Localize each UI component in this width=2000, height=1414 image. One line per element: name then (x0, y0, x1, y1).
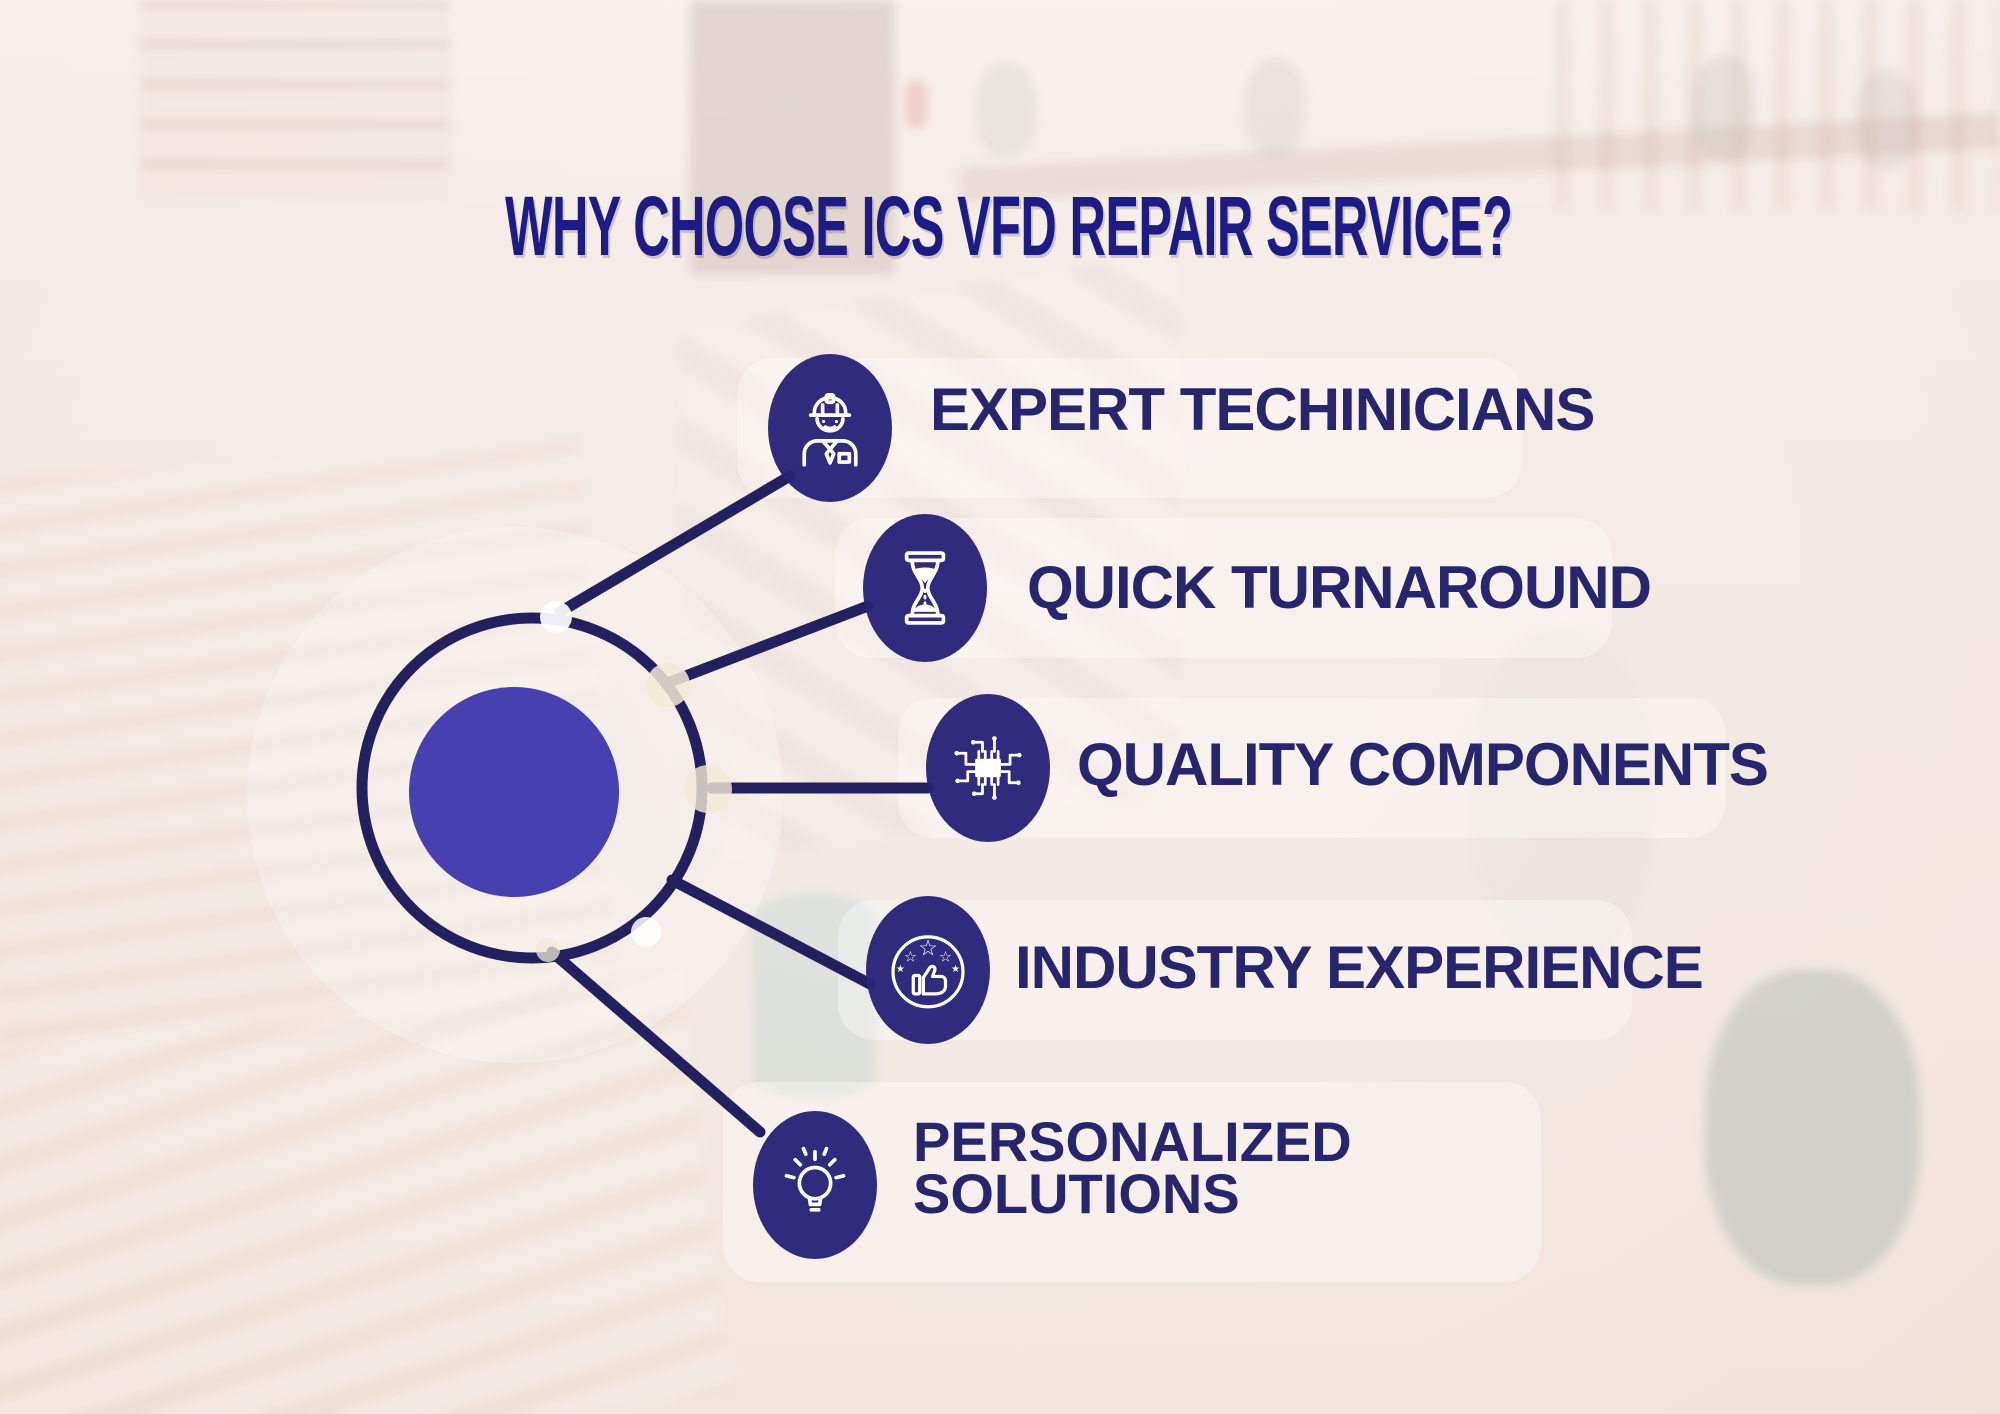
svg-text:★: ★ (896, 964, 905, 975)
technician-icon (768, 354, 892, 502)
background-worker-right-center (1470, 630, 1655, 965)
background-barrel (752, 892, 876, 1097)
connector-dot-2 (646, 663, 690, 707)
feature-label: QUICK TURNAROUND (1027, 554, 1652, 621)
background-shelf (140, 0, 450, 200)
svg-text:★: ★ (951, 964, 960, 975)
background-wood-rack (1555, 0, 2000, 210)
background-figure (1692, 55, 1756, 160)
connector-line-1 (554, 470, 796, 618)
feature-label: INDUSTRY EXPERIENCE (1015, 934, 1704, 1001)
connector-dot-3 (684, 765, 732, 813)
lightbulb-icon (753, 1111, 877, 1259)
svg-text:☆: ☆ (904, 949, 917, 966)
background-figure (975, 62, 1037, 158)
thumbs-up-stars-icon: ☆ ☆ ☆ ★ ★ (866, 896, 990, 1044)
background-figure (1245, 58, 1305, 158)
svg-text:☆: ☆ (918, 936, 938, 961)
microchip-icon (926, 694, 1050, 842)
connector-dot-5 (536, 938, 560, 962)
connector-dot-1 (540, 601, 572, 633)
hub-core-circle (409, 687, 619, 897)
background-fire-extinguisher (905, 80, 927, 128)
connector-line-2 (664, 600, 874, 688)
hourglass-icon (863, 514, 987, 662)
page-title: WHY CHOOSE ICS VFD REPAIR SERVICE? (505, 179, 1513, 273)
connector-line-5 (546, 946, 766, 1138)
background-doorway (690, 0, 895, 275)
background-worker-bottom-right (1705, 970, 1920, 1285)
connector-line-4 (666, 874, 876, 990)
feature-label: EXPERT TECHINICIANS (930, 376, 1595, 443)
svg-text:☆: ☆ (939, 949, 952, 966)
feature-label: QUALITY COMPONENTS (1077, 731, 1769, 798)
background-figure (1855, 70, 1917, 170)
connector-dot-4 (631, 917, 661, 947)
feature-label: PERSONALIZED SOLUTIONS (913, 1110, 1352, 1225)
